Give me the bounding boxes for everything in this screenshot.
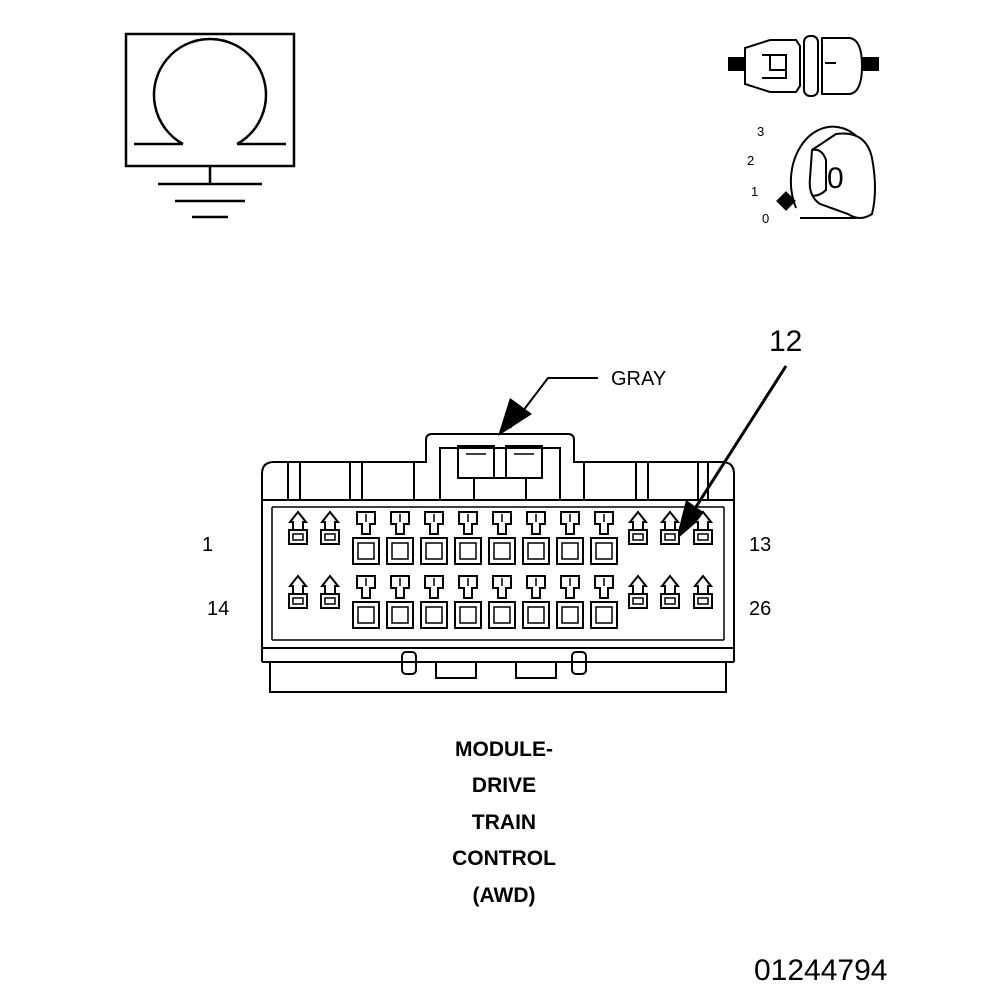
pin-cavity-row2-large-8 <box>590 575 618 629</box>
pin-cavity-row1-large-8 <box>590 511 618 565</box>
pin-cavity-row2-right-3 <box>692 574 714 609</box>
title-line-2: DRIVE <box>471 774 537 797</box>
pin-cavity-row2-large-4 <box>454 575 482 629</box>
title-line-1: MODULE- <box>455 738 553 761</box>
pin-cavities <box>287 510 714 629</box>
ignition-position-0: 0 <box>762 211 770 226</box>
pin-cavity-row1-large-7 <box>556 511 584 565</box>
ignition-position-1: 1 <box>751 184 759 199</box>
pin-cavity-row2-large-6 <box>522 575 550 629</box>
pin-cavity-row2-left-1 <box>287 574 309 609</box>
ignition-key-symbol: 0 <box>827 162 844 195</box>
pin-cavity-row1-large-5 <box>488 511 516 565</box>
ground-ohm-symbol-icon <box>124 32 296 219</box>
pin-cavity-row1-large-1 <box>352 511 380 565</box>
pin-cavity-row1-right-2 <box>659 510 681 545</box>
pin-cavity-row2-large-2 <box>386 575 414 629</box>
callout-pin-number: 12 <box>769 325 803 358</box>
pin-cavity-row1-left-2 <box>319 510 341 545</box>
connector-body <box>261 433 735 693</box>
pin-label-row1-last: 13 <box>749 534 772 556</box>
connector-color-label: GRAY <box>611 368 667 390</box>
title-line-3: TRAIN <box>471 811 537 834</box>
pin-cavity-row1-right-3 <box>692 510 714 545</box>
ignition-switch-key-icon <box>776 125 876 219</box>
pin-cavity-row1-large-6 <box>522 511 550 565</box>
pin-label-row2-last: 26 <box>749 598 772 620</box>
pin-cavity-row1-large-4 <box>454 511 482 565</box>
connector-test-probe-icon <box>728 35 879 97</box>
color-leader-arrow <box>498 377 598 436</box>
pin-cavity-row1-large-2 <box>386 511 414 565</box>
pin-cavity-row1-large-3 <box>420 511 448 565</box>
pin-label-row1-first: 1 <box>202 534 214 556</box>
pin-cavity-row1-left-1 <box>287 510 309 545</box>
figure-number: 01244794 <box>754 954 888 987</box>
pin-cavity-row2-large-7 <box>556 575 584 629</box>
pin-cavity-row1-right-1 <box>627 510 649 545</box>
pin-cavity-row2-large-1 <box>352 575 380 629</box>
title-line-5: (AWD) <box>472 884 536 907</box>
pin-cavity-row2-large-5 <box>488 575 516 629</box>
pin-cavity-row2-right-2 <box>659 574 681 609</box>
pin-callout-arrow <box>676 365 788 540</box>
pin-cavity-row2-large-3 <box>420 575 448 629</box>
ignition-position-3: 3 <box>757 124 765 139</box>
title-line-4: CONTROL <box>452 847 556 870</box>
pin-label-row2-first: 14 <box>207 598 230 620</box>
pin-cavity-row2-right-1 <box>627 574 649 609</box>
ignition-position-2: 2 <box>747 153 755 168</box>
pin-cavity-row2-left-2 <box>319 574 341 609</box>
